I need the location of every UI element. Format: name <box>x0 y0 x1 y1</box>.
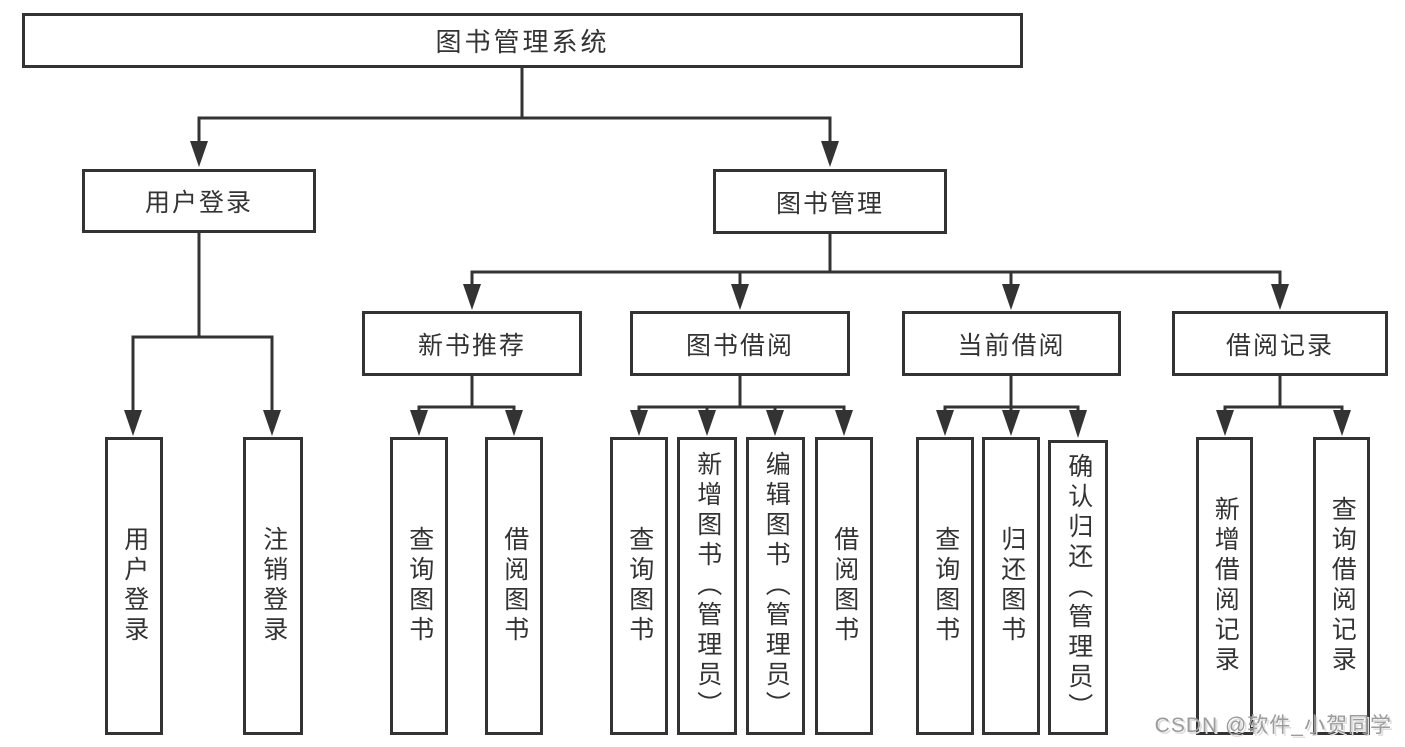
node-query-borrowing-record: 查询借阅记录 <box>1313 437 1370 735</box>
watermark-csdn: CSDN @软件_小贺同学 <box>1154 714 1392 737</box>
node-current-borrowing: 当前借阅 <box>902 311 1121 376</box>
node-confirm-return-admin: 确认归还（管理员） <box>1048 440 1108 735</box>
node-user-login-action: 用户登录 <box>105 437 163 735</box>
node-query-books-borrowing: 查询图书 <box>610 437 668 735</box>
node-borrowing-records: 借阅记录 <box>1172 311 1388 376</box>
node-user-login: 用户登录 <box>82 169 316 233</box>
node-borrow-books-borrowing: 借阅图书 <box>815 437 873 735</box>
node-borrow-books-recommendation: 借阅图书 <box>485 437 543 735</box>
node-query-books-recommendation: 查询图书 <box>390 437 448 735</box>
node-query-books-current: 查询图书 <box>916 437 974 735</box>
node-book-management: 图书管理 <box>713 169 947 234</box>
node-edit-book-admin: 编辑图书（管理员） <box>746 437 805 735</box>
node-new-book-recommendation: 新书推荐 <box>362 311 582 376</box>
node-book-borrowing: 图书借阅 <box>630 311 850 376</box>
node-library-management-system: 图书管理系统 <box>22 13 1023 68</box>
node-add-borrowing-record: 新增借阅记录 <box>1196 437 1253 735</box>
node-return-books: 归还图书 <box>982 437 1040 735</box>
node-add-book-admin: 新增图书（管理员） <box>677 437 737 735</box>
node-logout-action: 注销登录 <box>243 437 303 735</box>
